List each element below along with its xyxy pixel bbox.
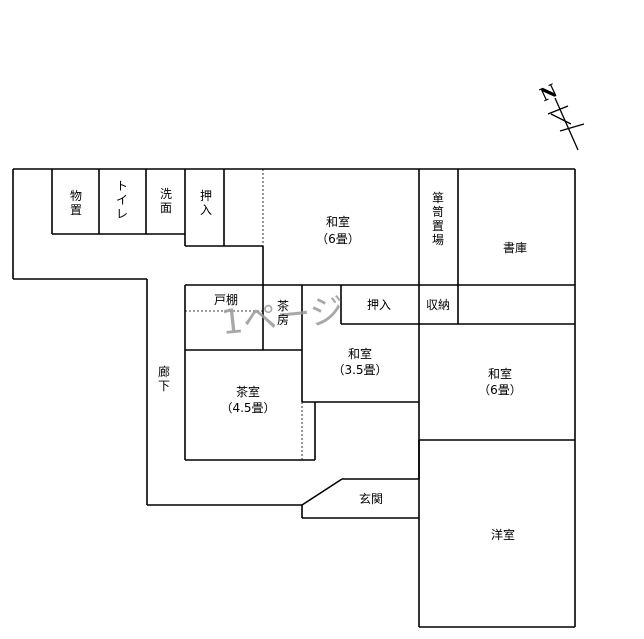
label-washitsu-north: 和室: [326, 214, 350, 229]
label-washroom: 洗面: [160, 187, 172, 215]
label-western-room: 洋室: [491, 527, 515, 542]
label-storage: 物置: [70, 189, 82, 217]
north-arrow-icon: [547, 97, 585, 151]
label-washitsu-north-size: （6畳）: [316, 232, 360, 246]
room-labels: 物置 トイレ 洗面 押入 和室 （6畳） 箪笥置場 書庫 戸棚 茶房 押入 収納…: [70, 179, 527, 542]
north-label: N: [537, 80, 561, 106]
label-entrance: 玄関: [359, 491, 383, 506]
label-closet-north: 押入: [200, 189, 212, 217]
label-toilet: トイレ: [116, 179, 128, 221]
label-cupboard: 戸棚: [214, 292, 238, 307]
label-washitsu-east: 和室: [488, 366, 512, 381]
dashed-lines: [185, 169, 303, 460]
label-tea-room: 茶室: [236, 384, 260, 399]
label-washitsu-mid: 和室: [348, 346, 372, 361]
label-storage-mid: 収納: [426, 298, 450, 312]
label-washitsu-mid-size: （3.5畳）: [332, 363, 387, 377]
label-pantry: 茶房: [277, 298, 289, 327]
label-library: 書庫: [503, 241, 527, 255]
label-closet-mid: 押入: [367, 298, 391, 312]
label-tansu-room: 箪笥置場: [432, 190, 444, 247]
label-tea-room-size: （4.5畳）: [220, 401, 275, 415]
label-corridor: 廊下: [158, 364, 170, 393]
north-arrow: N: [537, 80, 585, 151]
label-washitsu-east-size: （6畳）: [478, 383, 522, 397]
walls: [12, 168, 576, 628]
